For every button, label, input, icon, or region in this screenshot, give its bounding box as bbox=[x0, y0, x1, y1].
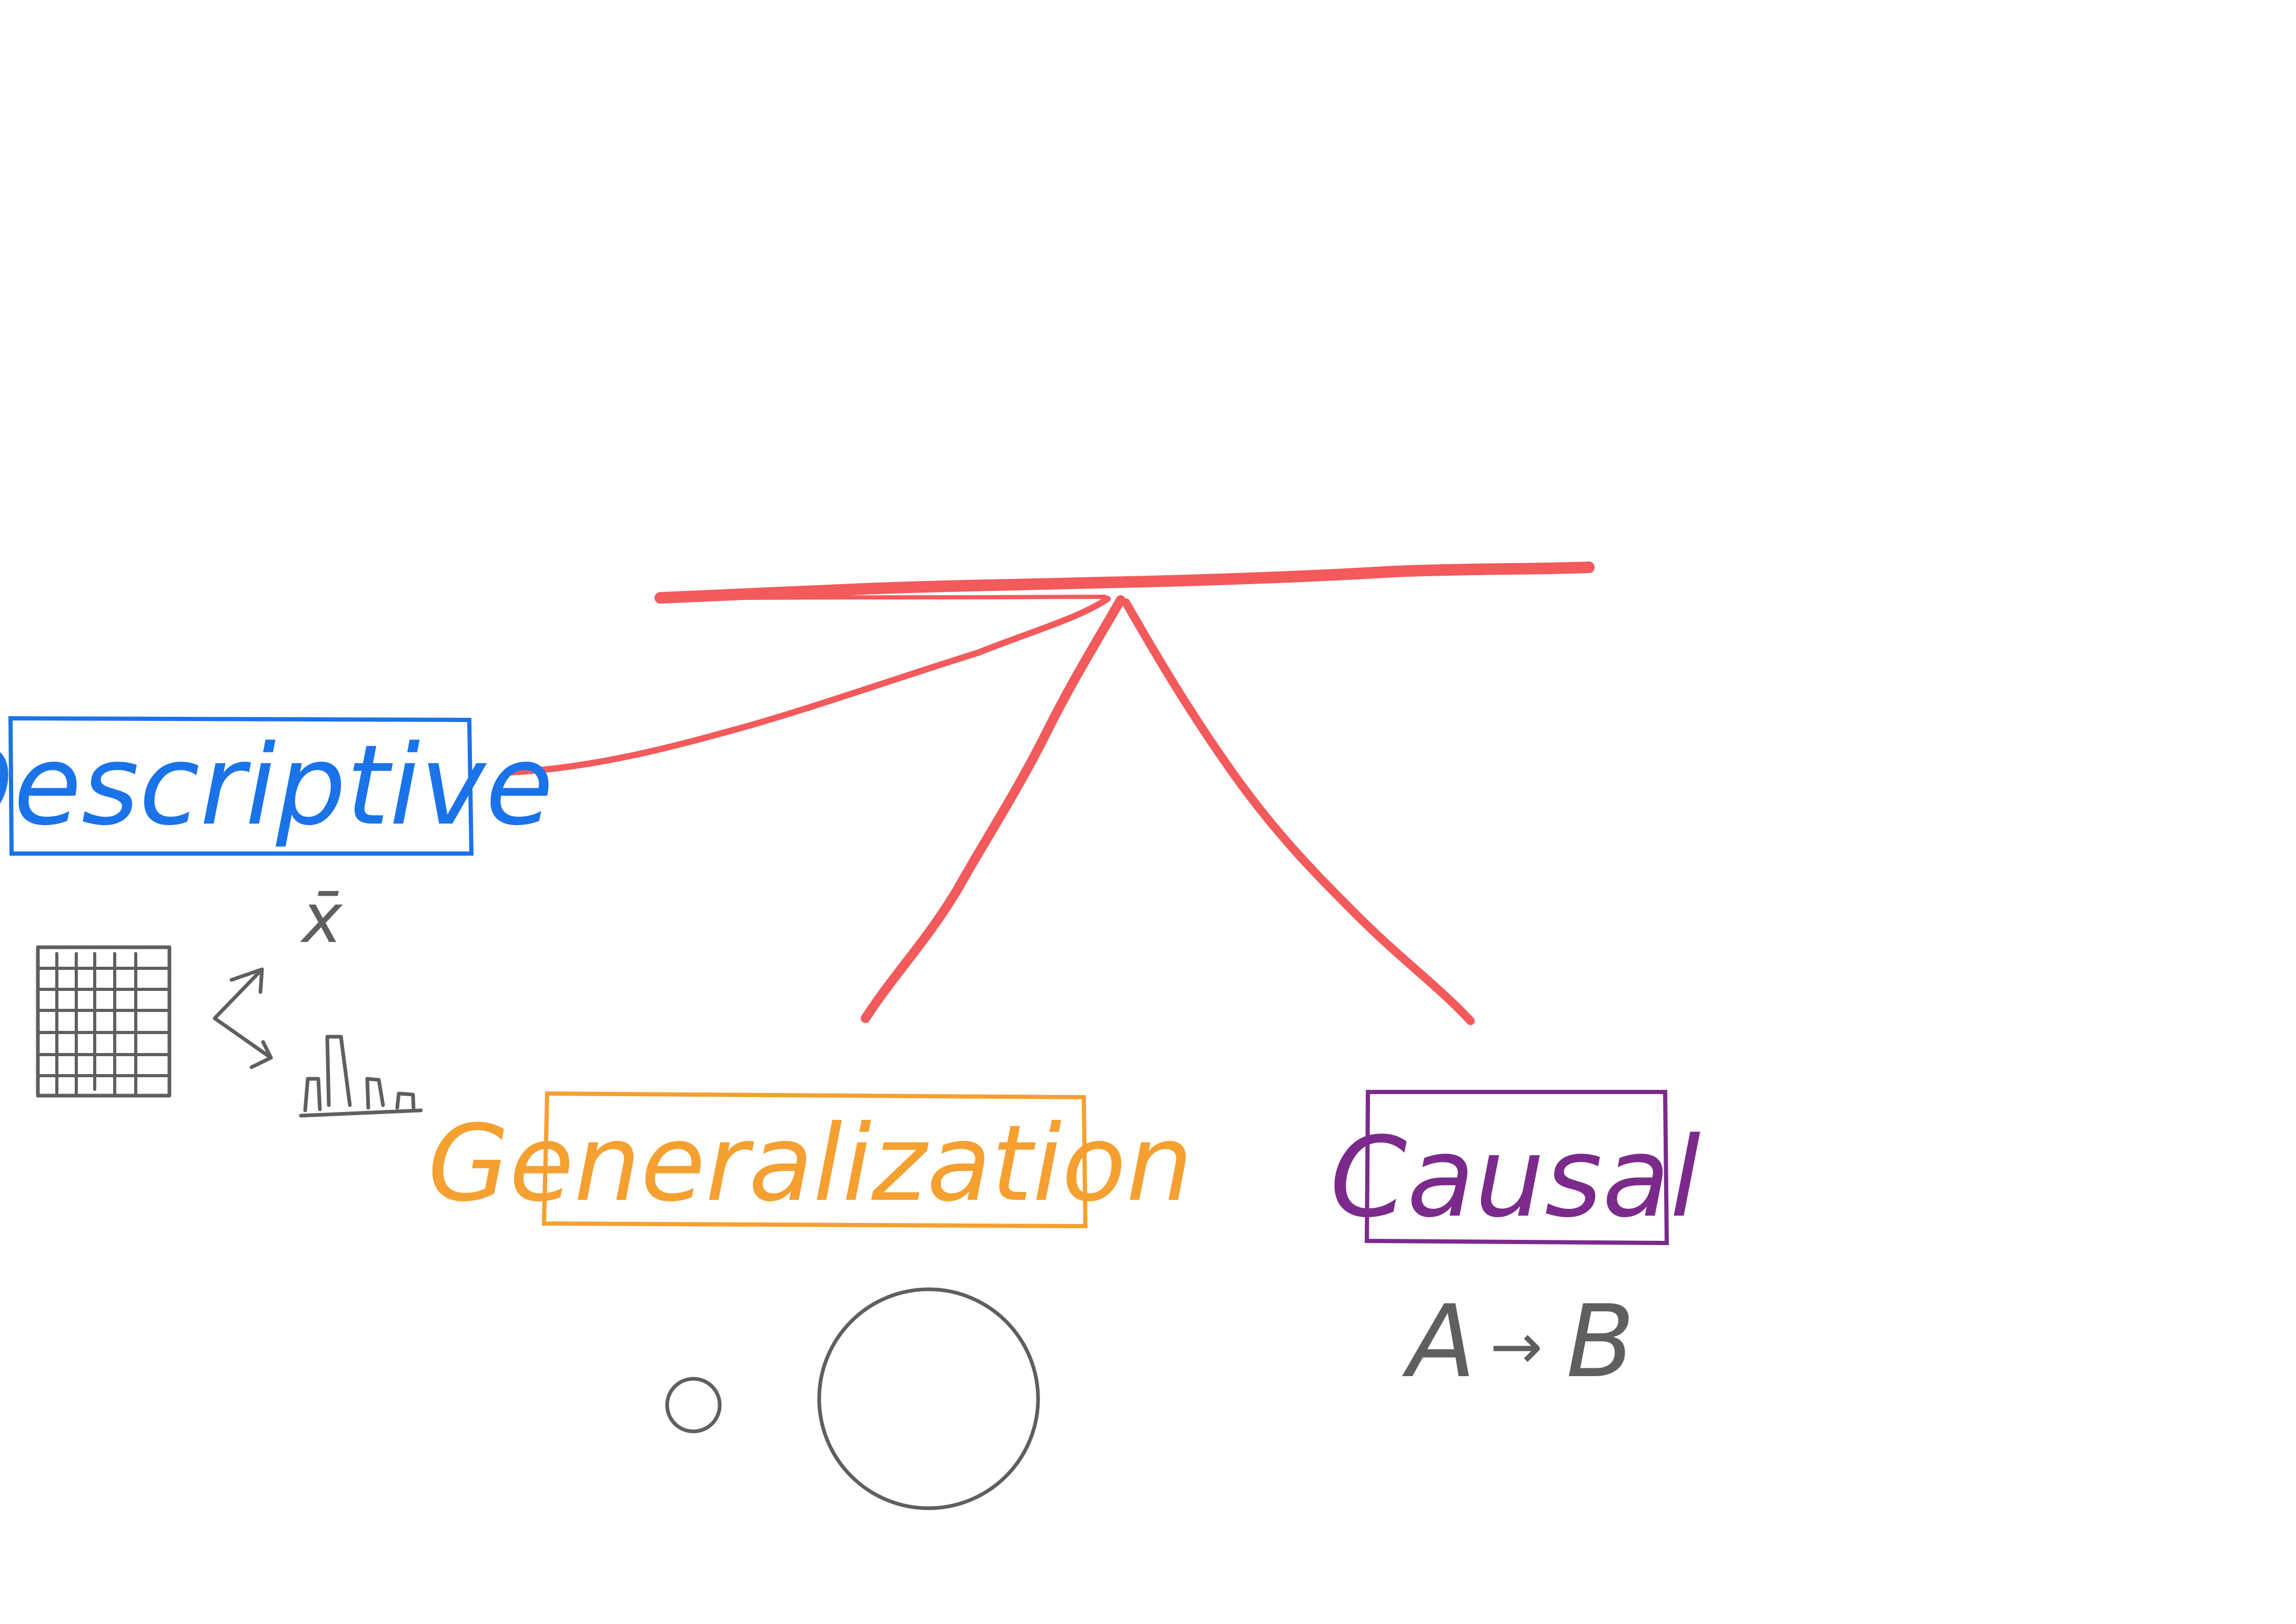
descriptive-box bbox=[8, 716, 474, 856]
generalization-sketch bbox=[665, 1287, 1040, 1510]
mean-symbol: x̄ bbox=[300, 878, 344, 958]
descriptive-node: Descriptive bbox=[0, 716, 553, 856]
connector-top-bar-thin bbox=[658, 595, 1107, 601]
connector-branch-causal bbox=[1122, 598, 1475, 1025]
generalization-label: Generalization bbox=[428, 1102, 1193, 1225]
connector-tree bbox=[505, 562, 1595, 1025]
generalization-box bbox=[541, 1091, 1088, 1229]
causal-node: Causal bbox=[1330, 1090, 1701, 1246]
causal-box bbox=[1364, 1090, 1669, 1246]
causal-sketch: A → B bbox=[1402, 1284, 1635, 1400]
descriptive-sketch: x̄ bbox=[36, 878, 423, 1118]
descriptive-label: Descriptive bbox=[0, 721, 553, 850]
effect-label: B bbox=[1566, 1284, 1635, 1400]
table-grid-icon bbox=[36, 945, 172, 1098]
histogram-icon bbox=[299, 1035, 423, 1118]
diverge-arrows-icon bbox=[213, 967, 273, 1069]
connector-branch-generalization bbox=[861, 595, 1125, 1023]
generalization-node: Generalization bbox=[428, 1091, 1193, 1229]
small-circle-icon bbox=[665, 1377, 722, 1433]
causal-label: Causal bbox=[1330, 1113, 1701, 1242]
connector-top-bar bbox=[654, 562, 1595, 604]
connector-branch-descriptive bbox=[505, 596, 1111, 776]
cause-label: A bbox=[1402, 1284, 1476, 1400]
causal-arrow-icon: → bbox=[1490, 1310, 1543, 1384]
large-circle-icon bbox=[817, 1287, 1040, 1510]
